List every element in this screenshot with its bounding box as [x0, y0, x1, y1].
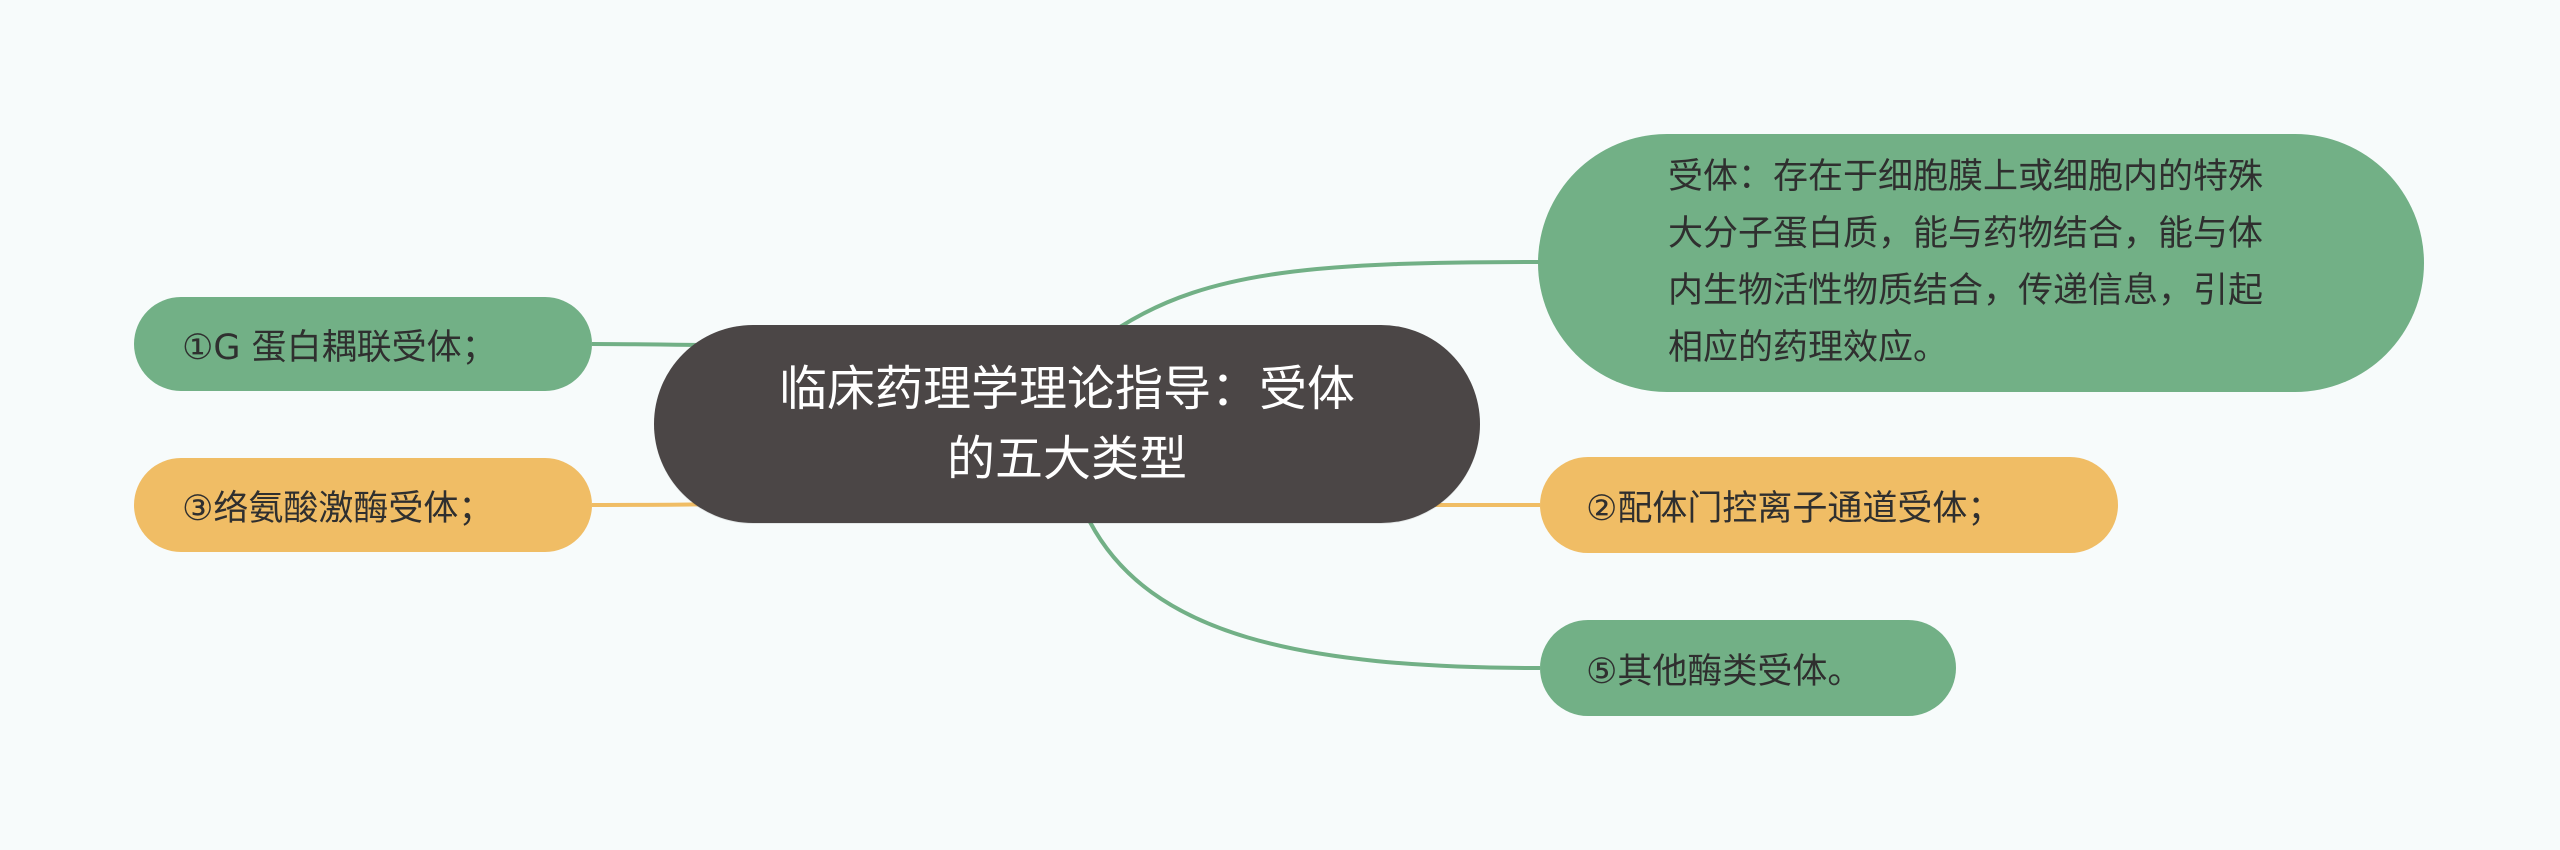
branch-label-type2: ②配体门控离子通道受体； [1586, 488, 2003, 529]
branch-label-type3: ③络氨酸激酶受体； [182, 488, 494, 529]
connector-type5 [1088, 521, 1541, 670]
branch-label-type5: ⑤其他酶类受体。 [1586, 651, 1863, 692]
central-topic-node[interactable]: 临床药理学理论指导：受体的五大类型 [654, 325, 1480, 523]
branch-node-type5[interactable]: ⑤其他酶类受体。 [1540, 620, 1956, 716]
branch-node-type3[interactable]: ③络氨酸激酶受体； [134, 458, 592, 552]
branch-label-definition: 受体：存在于细胞膜上或细胞内的特殊大分子蛋白质，能与药物结合，能与体内生物活性物… [1668, 157, 2264, 368]
branch-label-type1: ①G 蛋白耦联受体； [182, 327, 497, 368]
connector-definition [1118, 260, 1541, 329]
branch-node-definition[interactable]: 受体：存在于细胞膜上或细胞内的特殊大分子蛋白质，能与药物结合，能与体内生物活性物… [1538, 134, 2424, 392]
branch-node-type2[interactable]: ②配体门控离子通道受体； [1540, 457, 2118, 553]
branch-node-type1[interactable]: ①G 蛋白耦联受体； [134, 297, 592, 391]
central-topic-label: 临床药理学理论指导：受体的五大类型 [778, 361, 1355, 487]
